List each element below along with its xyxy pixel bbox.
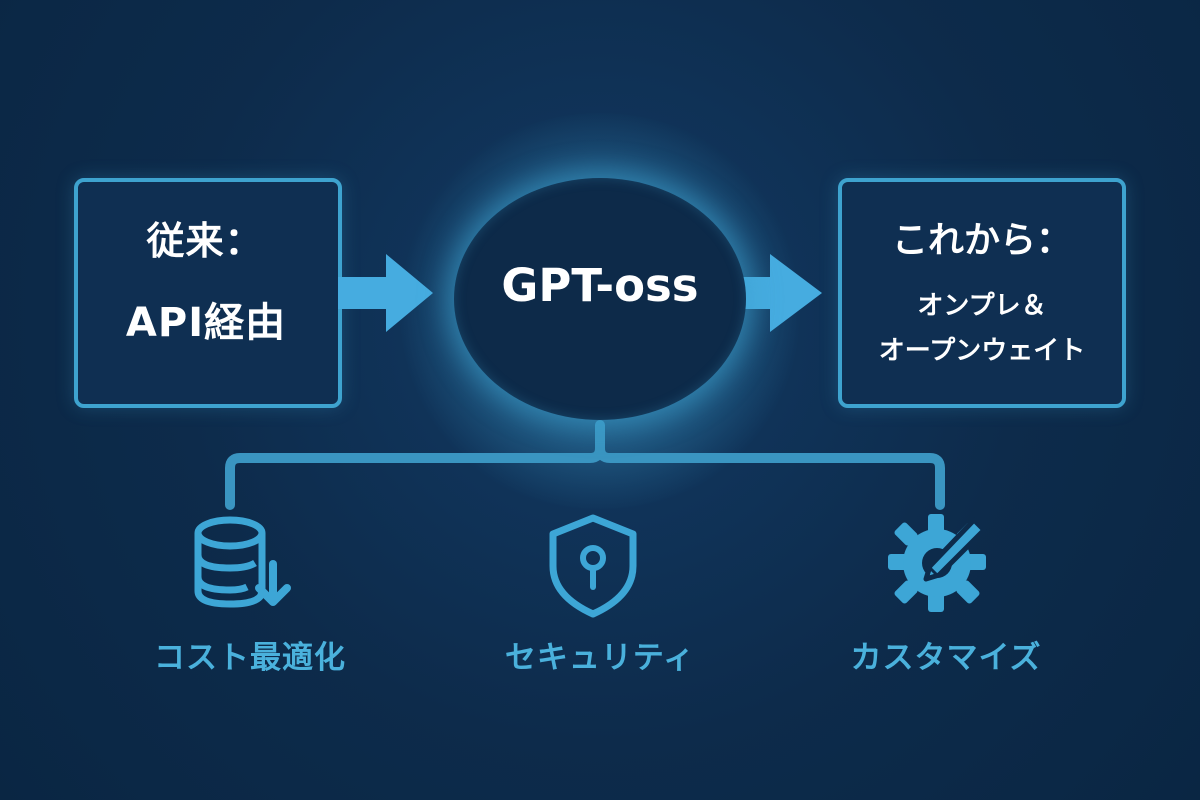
traditional-subtitle: API経由: [125, 300, 287, 346]
database-download-icon: [194, 516, 291, 608]
feature-label: セキュリティ: [504, 640, 696, 676]
future-subtitle-line1: オンプレ＆: [917, 291, 1047, 321]
future-title: これから：: [891, 220, 1072, 261]
gpt-oss-node: [454, 178, 746, 420]
gear-pencil-icon: [888, 514, 987, 612]
arrow-right-icon: [338, 254, 433, 332]
shield-keyhole-icon: [549, 514, 637, 618]
gpt-oss-title: GPT-oss: [501, 259, 699, 312]
traditional-title: 従来：: [146, 219, 264, 263]
arrow-right-icon: [706, 254, 822, 332]
feature-label: コスト最適化: [154, 640, 346, 676]
feature-label: カスタマイズ: [850, 640, 1042, 676]
traditional-box: [74, 178, 342, 408]
future-subtitle-line2: オープンウェイト: [878, 336, 1086, 366]
future-box: [838, 178, 1126, 408]
